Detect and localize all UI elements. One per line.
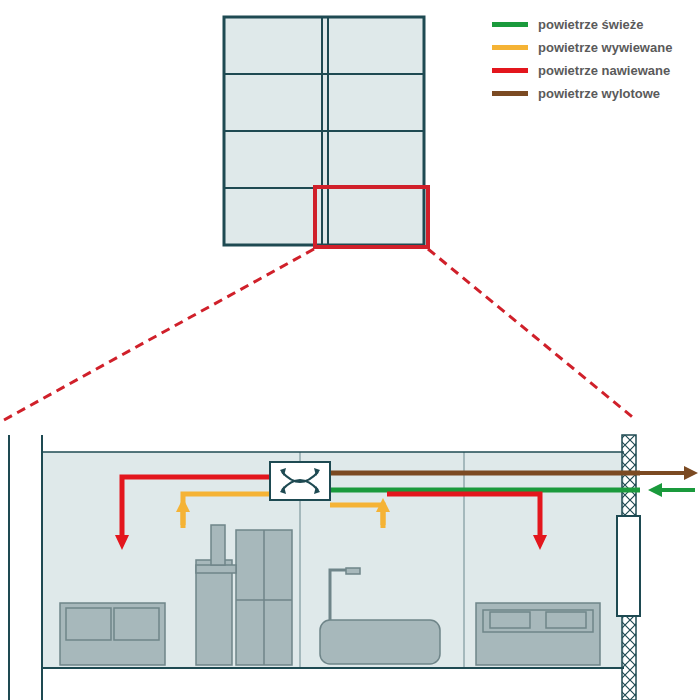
legend-row: powietrze świeże — [492, 13, 672, 36]
legend-swatch — [492, 91, 528, 96]
legend-row: powietrze wylotowe — [492, 82, 672, 105]
furniture — [60, 525, 600, 665]
apartment-section — [9, 435, 640, 700]
legend-swatch — [492, 45, 528, 50]
zoom-lines — [4, 249, 636, 420]
legend-text: powietrze nawiewane — [538, 63, 670, 78]
legend-text: powietrze wywiewane — [538, 40, 672, 55]
legend-row: powietrze wywiewane — [492, 36, 672, 59]
heat-recovery-unit — [270, 462, 330, 500]
legend-text: powietrze wylotowe — [538, 86, 660, 101]
legend-text: powietrze świeże — [538, 17, 643, 32]
legend-row: powietrze nawiewane — [492, 59, 672, 82]
legend-swatch — [492, 22, 528, 27]
arrowheads — [115, 466, 698, 550]
legend: powietrze świeże powietrze wywiewane powie… — [492, 13, 672, 105]
legend-swatch — [492, 68, 528, 73]
building-facade — [224, 17, 428, 247]
air-ducts — [122, 473, 695, 535]
